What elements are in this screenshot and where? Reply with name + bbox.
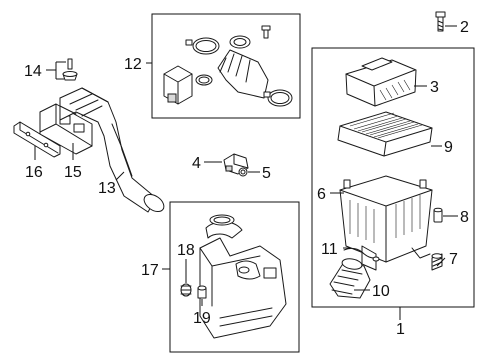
part-17-resonator: [199, 214, 287, 339]
group-box-17: [169, 201, 300, 353]
part-15-bracket: [39, 103, 93, 155]
part-18-grommet: [180, 283, 192, 297]
part-19-insulator: [197, 285, 207, 299]
part-9-filter: [337, 111, 433, 157]
leader-7: [436, 257, 446, 267]
leader-lines: [34, 25, 458, 320]
part-13-intake-duct: [59, 87, 165, 213]
group-box-1: [311, 47, 475, 308]
group-box-12: [151, 13, 301, 119]
callout-18: 18: [177, 242, 195, 259]
callout-17: 17: [141, 262, 159, 279]
callout-12: 12: [124, 56, 142, 73]
callout-9: 9: [444, 139, 453, 156]
callout-14: 14: [24, 63, 42, 80]
callout-7: 7: [449, 251, 458, 268]
callout-16: 16: [25, 164, 43, 181]
callout-8: 8: [460, 209, 469, 226]
callout-5: 5: [262, 165, 271, 182]
part-11-drain: [343, 247, 380, 262]
callout-6: 6: [317, 186, 326, 203]
part-8-grommet: [433, 207, 443, 223]
part-3-cover: [345, 57, 417, 107]
leader-13: [115, 171, 125, 181]
part-2-bolt: [435, 11, 446, 32]
leader-14: [46, 61, 66, 80]
part-12-hose-assembly: [163, 25, 293, 107]
callout-2: 2: [460, 19, 469, 36]
callout-1: 1: [396, 321, 405, 338]
callout-19: 19: [193, 310, 211, 327]
callout-3: 3: [430, 79, 439, 96]
callout-15: 15: [64, 164, 82, 181]
part-10-outlet: [329, 258, 371, 299]
callout-4: 4: [192, 155, 201, 172]
part-14-pin: [62, 58, 78, 81]
callout-10: 10: [372, 283, 390, 300]
part-7-mount: [431, 253, 443, 271]
callout-11: 11: [321, 241, 338, 258]
callout-13: 13: [98, 180, 116, 197]
part-16-bracket: [13, 121, 61, 158]
part-6-lower-body: [339, 175, 433, 271]
part-5-o-ring: [238, 167, 248, 177]
